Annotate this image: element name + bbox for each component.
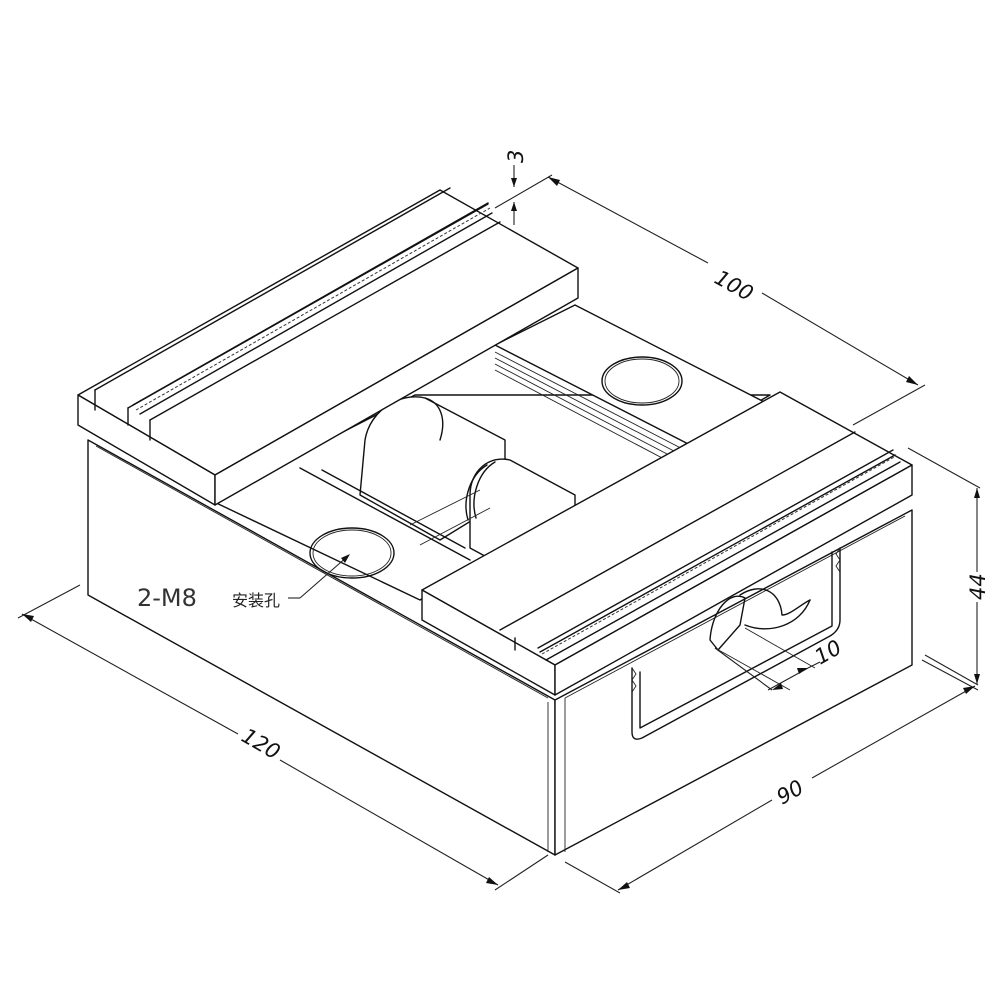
side-slot-window	[631, 547, 841, 740]
left-jaw	[77, 187, 579, 506]
dimension-3-label: 3	[504, 150, 528, 163]
callout-spec: 2-M8	[137, 584, 197, 612]
dimension-100-label: 100	[711, 265, 758, 305]
dimension-120-label: 120	[238, 724, 285, 765]
right-jaw	[421, 391, 913, 696]
mount-hole-callout: 2-M8 安装孔	[137, 554, 350, 612]
mount-hole-left	[309, 527, 395, 579]
dimension-44: 44	[907, 447, 990, 686]
dimension-44-label: 44	[966, 573, 990, 600]
mount-hole-right	[601, 356, 683, 406]
dimension-3: 3	[504, 150, 528, 225]
dimension-90-label: 90	[773, 775, 808, 809]
hex-socket	[709, 595, 746, 651]
callout-description: 安装孔	[232, 591, 280, 610]
vise-base-body	[87, 439, 913, 856]
